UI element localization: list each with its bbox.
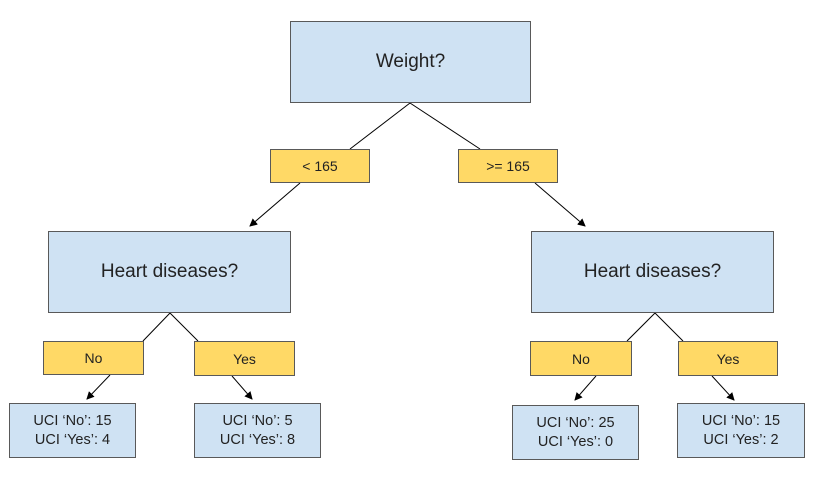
left-condition-node: < 165: [270, 149, 370, 183]
edge-right-no-to-leaf: [574, 375, 597, 401]
edge-left-no-to-leaf: [86, 374, 111, 400]
edge-root-to-right-condition: [409, 102, 481, 150]
leaf-uci-yes-count: UCI ‘Yes’: 8: [219, 431, 296, 448]
leaf-uci-no-count: UCI ‘No’: 15: [701, 412, 781, 429]
root-question-label: Weight?: [375, 51, 446, 72]
left-no-condition-label: No: [84, 350, 103, 366]
leaf-uci-yes-count: UCI ‘Yes’: 4: [34, 431, 111, 448]
left-yes-condition-label: Yes: [233, 350, 256, 367]
leaf-left-yes: UCI ‘No’: 5 UCI ‘Yes’: 8: [194, 403, 321, 458]
leaf-uci-yes-count: UCI ‘Yes’: 0: [537, 433, 614, 450]
root-question-node: Weight?: [290, 21, 531, 103]
right-condition-label: >= 165: [486, 158, 530, 174]
leaf-right-yes: UCI ‘No’: 15 UCI ‘Yes’: 2: [677, 403, 805, 458]
right-yes-condition-node: Yes: [678, 341, 778, 376]
right-question-label: Heart diseases?: [583, 261, 722, 282]
right-question-node: Heart diseases?: [531, 231, 774, 313]
left-yes-condition-node: Yes: [194, 341, 295, 376]
edge-right-condition-to-question: [534, 182, 586, 227]
right-condition-node: >= 165: [458, 149, 558, 183]
left-question-node: Heart diseases?: [48, 231, 291, 313]
edge-left-condition-to-question: [249, 182, 301, 227]
edge-right-question-to-yes: [654, 312, 684, 342]
right-no-condition-node: No: [530, 341, 632, 376]
right-no-condition-label: No: [572, 350, 590, 367]
edge-root-to-left-condition: [349, 102, 411, 150]
leaf-uci-no-count: UCI ‘No’: 15: [33, 412, 112, 429]
edge-right-question-to-no: [626, 312, 656, 342]
left-question-label: Heart diseases?: [100, 261, 239, 282]
leaf-uci-yes-count: UCI ‘Yes’: 2: [703, 431, 779, 448]
left-no-condition-node: No: [43, 341, 144, 375]
edge-right-yes-to-leaf: [711, 375, 735, 401]
edge-left-question-to-yes: [169, 312, 199, 342]
right-yes-condition-label: Yes: [716, 350, 740, 367]
leaf-uci-no-count: UCI ‘No’: 5: [222, 412, 293, 429]
left-condition-label: < 165: [302, 158, 338, 174]
leaf-right-no: UCI ‘No’: 25 UCI ‘Yes’: 0: [512, 405, 639, 460]
leaf-uci-no-count: UCI ‘No’: 25: [536, 414, 615, 431]
edge-left-yes-to-leaf: [231, 375, 253, 400]
leaf-left-no: UCI ‘No’: 15 UCI ‘Yes’: 4: [9, 403, 136, 458]
edge-left-question-to-no: [142, 312, 171, 342]
